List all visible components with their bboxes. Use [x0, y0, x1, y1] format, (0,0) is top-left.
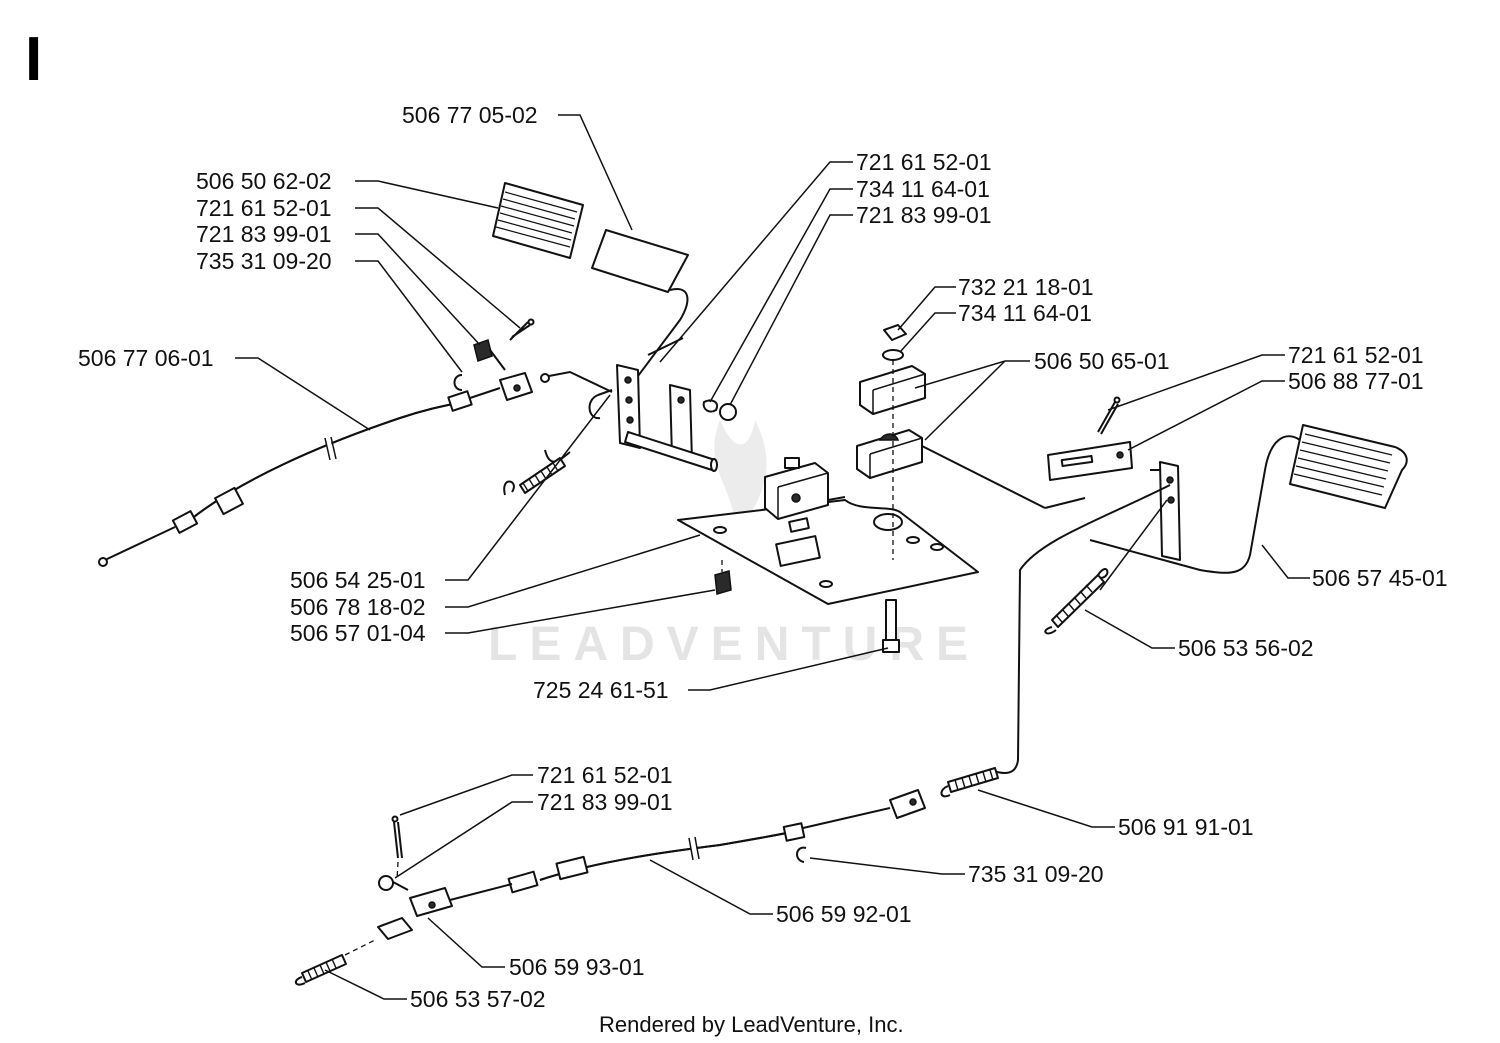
callout-506-91-91-01: 506 91 91-01: [1118, 814, 1254, 840]
callout-506-77-05-02: 506 77 05-02: [402, 102, 538, 128]
callout-725-24-61-51: 725 24 61-51: [533, 677, 669, 703]
callout-732-21-18-01: 732 21 18-01: [958, 274, 1094, 300]
lower-cable-assembly: [294, 767, 999, 986]
cable-block: [377, 917, 413, 940]
callout-734-11-64-01: 734 11 64-01: [958, 300, 1092, 326]
callout-735-31-09-20: 735 31 09-20: [196, 248, 332, 274]
callout-721-61-52-01: 721 61 52-01: [856, 149, 992, 175]
callout-506-57-45-01: 506 57 45-01: [1312, 565, 1448, 591]
right-pedal-pad: [1289, 424, 1408, 509]
callout-506-59-92-01: 506 59 92-01: [776, 901, 912, 927]
left-pedal-plate: [591, 229, 689, 293]
callout-735-31-09-20: 735 31 09-20: [968, 861, 1104, 887]
callout-721-83-99-01: 721 83 99-01: [856, 202, 992, 228]
footer-credit: Rendered by LeadVenture, Inc.: [599, 1012, 904, 1037]
mount-plate: [677, 499, 979, 605]
right-pedal-assembly: [989, 396, 1408, 774]
watermark: LEADVENTURE: [488, 618, 980, 671]
callout-721-61-52-01: 721 61 52-01: [537, 762, 673, 788]
callout-506-57-01-04: 506 57 01-04: [290, 620, 426, 646]
callout-734-11-64-01: 734 11 64-01: [856, 176, 990, 202]
clamp-block-lower: [856, 429, 923, 479]
callout-506-77-06-01: 506 77 06-01: [78, 345, 214, 371]
cable-clevis-upper: [889, 789, 926, 819]
callout-labels: 506 77 05-02 506 50 62-02 721 61 52-01 7…: [78, 102, 1448, 1012]
callout-506-54-25-01: 506 54 25-01: [290, 567, 426, 593]
callout-506-78-18-02: 506 78 18-02: [290, 594, 426, 620]
nut: [883, 324, 907, 341]
callout-506-53-56-02: 506 53 56-02: [1178, 635, 1314, 661]
callout-506-50-65-01: 506 50 65-01: [1034, 348, 1170, 374]
callout-506-50-62-02: 506 50 62-02: [196, 168, 332, 194]
left-bracket-plate: [616, 364, 641, 449]
callout-506-59-93-01: 506 59 93-01: [509, 954, 645, 980]
left-pedal-pad: [492, 182, 584, 259]
watermark-flame-icon: [714, 420, 767, 540]
callout-721-83-99-01: 721 83 99-01: [196, 221, 332, 247]
leader-lines: [235, 114, 1310, 1000]
left-cable-506-77-06-01: [98, 318, 613, 567]
callout-721-61-52-01: 721 61 52-01: [1288, 342, 1424, 368]
callout-506-88-77-01: 506 88 77-01: [1288, 368, 1424, 394]
page-title: I: [25, 25, 42, 94]
clamp-blocks: [856, 324, 1086, 560]
left-pedal-assembly: [492, 182, 737, 472]
mount-plate-assembly: [677, 457, 979, 653]
callout-721-61-52-01: 721 61 52-01: [196, 195, 332, 221]
callout-721-83-99-01: 721 83 99-01: [537, 789, 673, 815]
spring-506-54-25-01: [503, 449, 571, 496]
callout-506-53-57-02: 506 53 57-02: [410, 986, 546, 1012]
